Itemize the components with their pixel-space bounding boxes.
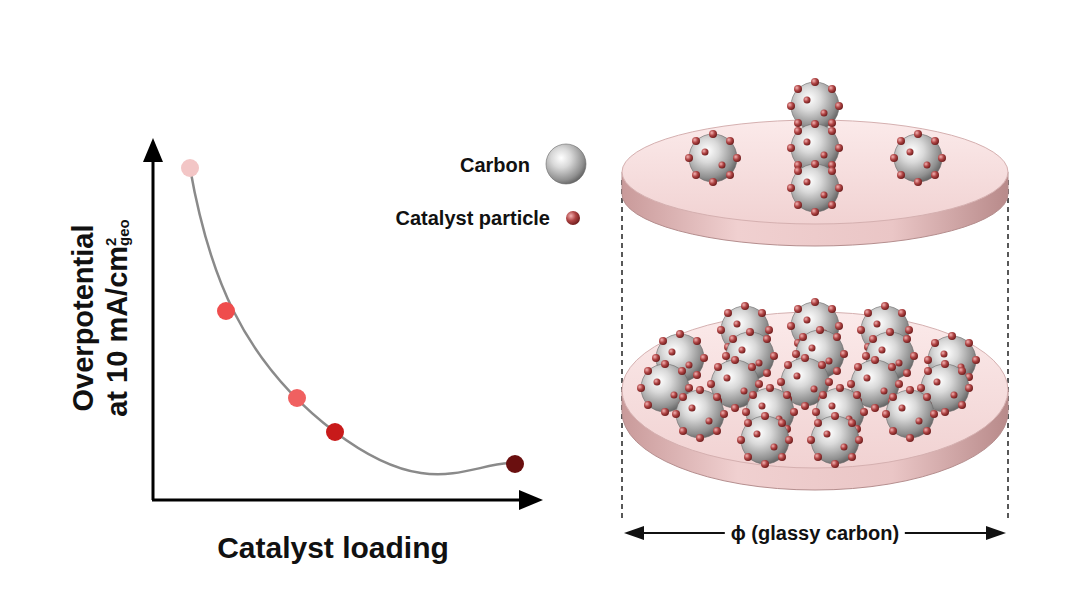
low-loading-particles: [685, 78, 946, 216]
carbon-sphere: [737, 412, 793, 468]
high-loading-particles: [637, 298, 980, 468]
electrode-disc: [622, 312, 1008, 490]
unit-scripts: 2geo: [104, 219, 130, 246]
carbon-sphere: [882, 386, 938, 442]
guide-line: [1007, 180, 1009, 522]
electrode-disc: [622, 120, 1008, 246]
axis-arrowhead: [519, 490, 543, 510]
data-point: [506, 455, 524, 473]
data-point: [217, 302, 235, 320]
particle-sample: [566, 211, 580, 225]
data-point: [288, 389, 306, 407]
unit-superscript: 2: [104, 219, 117, 246]
carbon-sphere: [890, 130, 946, 186]
axis-title-text: at 10 mA/cm: [101, 246, 133, 417]
axis-title: Catalyst loading: [217, 531, 449, 565]
legend-text: Carbon: [460, 154, 530, 177]
axis-title: Overpotential at 10 mA/cm2geo: [66, 219, 134, 417]
disc-top: [622, 120, 1008, 224]
dimension-arrowhead: [624, 526, 644, 540]
x-axis: [152, 499, 522, 502]
carbon-sphere: [787, 160, 843, 216]
dimension-label: ϕ (glassy carbon): [725, 522, 905, 545]
disc-top: [622, 312, 1008, 468]
guide-line: [621, 180, 623, 522]
legend-text: Catalyst particle: [395, 207, 550, 230]
data-point: [181, 159, 199, 177]
y-axis: [152, 158, 155, 500]
axis-title-text: Overpotential: [67, 225, 99, 412]
axis-arrowhead: [143, 138, 163, 162]
chart-axes: [143, 138, 543, 510]
axis-title-line: Overpotential: [66, 219, 100, 417]
data-points: [181, 159, 524, 473]
unit-subscript: geo: [117, 219, 130, 246]
carbon-sphere: [807, 412, 863, 468]
axis-title-line: at 10 mA/cm2geo: [100, 219, 134, 417]
dimension-arrowhead: [986, 526, 1006, 540]
data-point: [326, 423, 344, 441]
carbon-sphere: [685, 130, 741, 186]
carbon-sample: [546, 144, 586, 184]
carbon-sphere: [672, 386, 728, 442]
